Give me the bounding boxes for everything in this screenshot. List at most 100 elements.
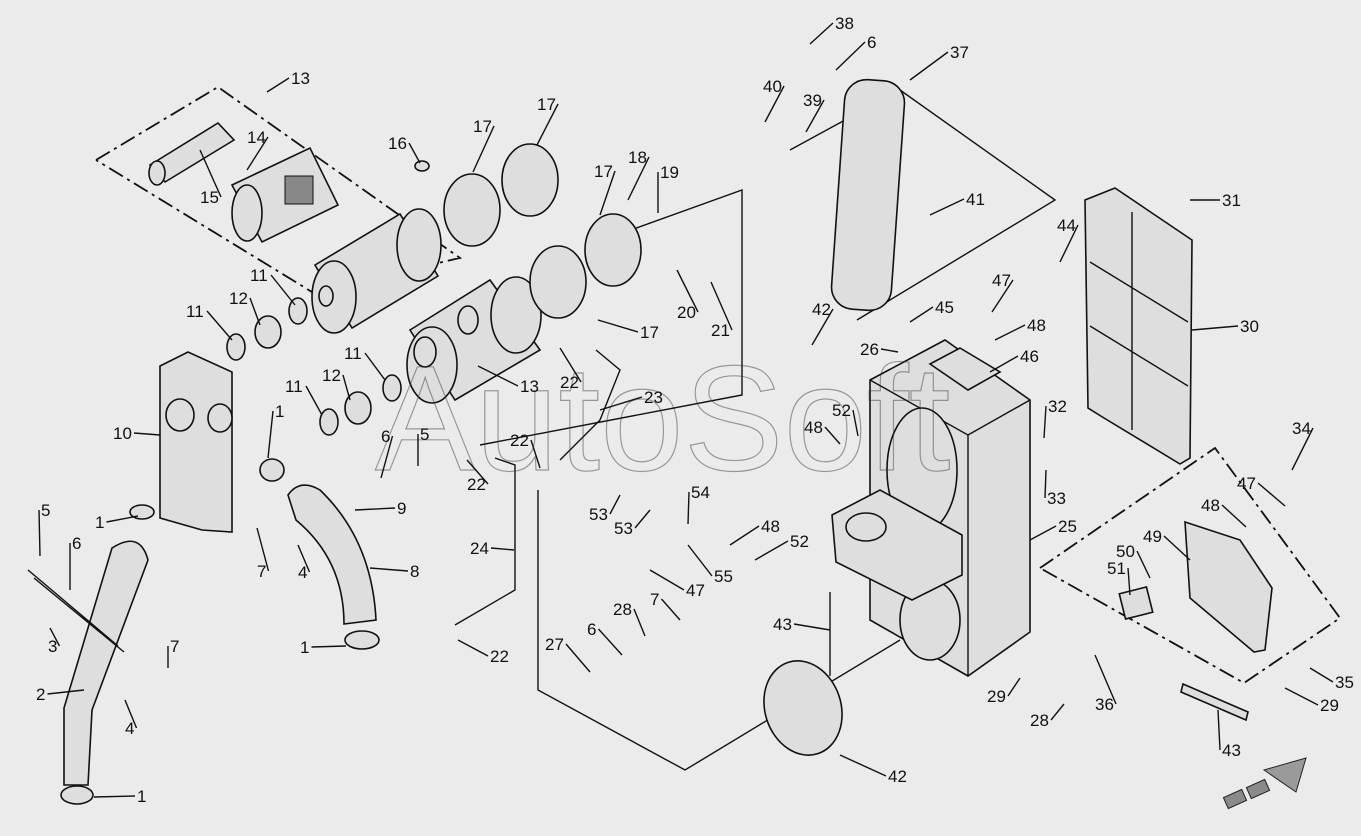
callout-10: 10	[113, 424, 161, 443]
callout-leader	[270, 274, 296, 306]
callout-number: 11	[344, 344, 362, 363]
callout-32: 32	[1043, 397, 1067, 439]
callout-43: 43	[1217, 709, 1241, 760]
filter-element-15	[148, 121, 236, 186]
bracket-outline-upper	[479, 189, 743, 446]
callout-leader	[297, 544, 311, 573]
plate-49	[1184, 520, 1273, 653]
callout-31: 31	[1190, 191, 1241, 210]
callout-1: 1	[95, 513, 139, 532]
bracket-3	[27, 569, 125, 653]
callout-leader	[559, 347, 582, 383]
callout-number: 52	[832, 401, 851, 420]
callout-30: 30	[1191, 317, 1259, 336]
callout-leader	[824, 426, 841, 445]
callout-number: 12	[229, 289, 248, 308]
callout-leader	[839, 754, 887, 777]
clamp-1-mid	[259, 458, 285, 482]
callout-leader	[811, 308, 834, 346]
direction-arrow-icon	[1222, 757, 1307, 810]
callout-number: 26	[860, 340, 879, 359]
callout-47: 47	[1237, 474, 1286, 507]
callout-leader	[994, 324, 1026, 341]
callout-number: 1	[137, 787, 146, 806]
callout-leader	[1309, 667, 1334, 683]
callout-37: 37	[909, 43, 969, 81]
callout-55: 55	[687, 544, 733, 586]
callout-number: 11	[186, 302, 204, 321]
callout-29: 29	[987, 677, 1021, 706]
callout-leader	[989, 355, 1019, 373]
callout-leader	[929, 198, 965, 216]
callout-leader	[342, 374, 351, 401]
watermark: AutoSoft	[375, 334, 950, 502]
callout-number: 10	[113, 424, 132, 443]
callout-leader	[1217, 709, 1221, 751]
callout-number: 12	[322, 366, 341, 385]
callout-1: 1	[93, 787, 146, 806]
callout-number: 22	[560, 373, 579, 392]
callout-number: 49	[1143, 527, 1162, 546]
callout-leader	[852, 409, 859, 437]
filter-cartridge-14	[230, 146, 340, 244]
callout-leader	[565, 643, 591, 673]
callout-24: 24	[470, 539, 515, 558]
callout-number: 29	[987, 687, 1006, 706]
callout-23: 23	[599, 388, 663, 411]
callout-5: 5	[38, 501, 50, 557]
clamp-11-a	[288, 297, 308, 325]
bracket-outline-right	[789, 89, 1057, 321]
callout-leader	[991, 279, 1014, 313]
callout-leader	[809, 22, 834, 45]
callout-17: 17	[597, 319, 659, 342]
callout-number: 6	[867, 33, 876, 52]
callout-leader	[490, 547, 515, 551]
callout-number: 17	[640, 323, 659, 342]
callout-leader	[49, 627, 61, 647]
callout-22: 22	[510, 431, 541, 469]
callout-11: 11	[250, 266, 296, 306]
callout-number: 38	[835, 14, 854, 33]
clamp-1-top	[129, 504, 155, 520]
callout-leader	[1221, 504, 1247, 528]
callout-22: 22	[457, 639, 509, 666]
callout-number: 14	[247, 128, 266, 147]
callout-leader	[206, 310, 233, 341]
callout-number: 48	[804, 418, 823, 437]
callout-16: 16	[388, 134, 421, 164]
clamp-11-c	[382, 374, 402, 402]
callout-leader	[710, 281, 733, 331]
callout-number: 42	[888, 767, 907, 786]
callout-number: 44	[1057, 216, 1076, 235]
callout-53: 53	[614, 509, 651, 538]
callout-7: 7	[167, 637, 179, 668]
callout-12: 12	[229, 289, 261, 326]
callout-leader	[634, 509, 651, 529]
callout-number: 41	[966, 190, 985, 209]
frame-37	[830, 78, 906, 312]
callout-number: 28	[1030, 711, 1049, 730]
callout-number: 23	[644, 388, 663, 407]
callout-leader	[133, 432, 161, 436]
strap-17-d	[584, 213, 642, 287]
callout-36: 36	[1094, 654, 1117, 714]
callout-number: 17	[473, 117, 492, 136]
intake-duct-10	[159, 351, 233, 533]
callout-leader	[754, 540, 789, 561]
callout-number: 17	[594, 162, 613, 181]
callout-leader	[199, 149, 222, 198]
callout-52: 52	[754, 532, 809, 561]
hose-24	[454, 457, 516, 626]
sleeve-12-b	[344, 391, 372, 425]
callout-leader	[47, 689, 85, 695]
callout-leader	[93, 795, 136, 798]
callout-number: 16	[388, 134, 407, 153]
callout-leader	[599, 170, 616, 216]
callout-leader	[408, 142, 421, 164]
callout-11: 11	[285, 377, 323, 416]
callout-4: 4	[124, 699, 138, 738]
clamp-1-bottom	[60, 785, 94, 805]
callout-number: 3	[48, 637, 57, 656]
callout-48: 48	[994, 316, 1046, 341]
